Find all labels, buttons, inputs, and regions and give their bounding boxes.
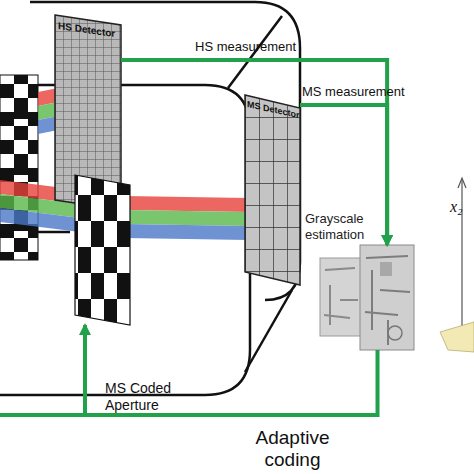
axis	[440, 178, 474, 352]
node-text: MS Coded Aperture	[105, 380, 183, 414]
coded-aperture-box: MS Coded Aperture	[75, 175, 130, 325]
hs-coded-aperture	[0, 75, 38, 260]
ms-detector-grid	[245, 95, 300, 285]
signal-connector	[85, 325, 378, 415]
detector-box: HS Detector	[55, 15, 121, 210]
node-text: HS Detector	[58, 20, 120, 41]
grayscale-images	[320, 245, 414, 350]
housing-outline	[0, 2, 300, 395]
feedback-wire	[0, 413, 88, 417]
grayscale-estimate-box: Grayscale estimation	[318, 245, 414, 350]
edge-label: Adaptive coding	[238, 427, 348, 471]
axis-label: x₂	[450, 198, 463, 216]
signal-connector	[300, 105, 387, 245]
ms-coded-aperture	[75, 175, 130, 325]
edge-label: MS measurement	[302, 85, 422, 100]
node-text: MS Detector	[247, 99, 301, 121]
detector-box: MS Detector	[245, 95, 300, 285]
node-text: Grayscale estimation	[305, 211, 377, 242]
edge-label: HS measurement	[195, 40, 315, 55]
